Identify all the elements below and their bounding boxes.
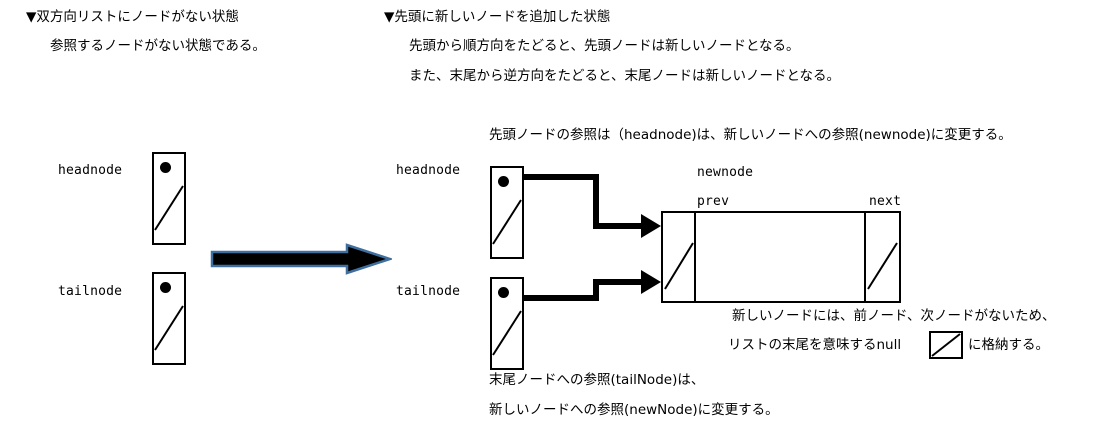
left-headnode-box <box>152 152 186 245</box>
right-headnode-label: headnode <box>396 163 461 178</box>
transition-arrow <box>210 243 395 275</box>
headnode-reference-note: 先頭ノードの参照は（headnode)は、新しいノードへの参照(newnode)… <box>489 127 1012 143</box>
next-field-label: next <box>869 194 902 209</box>
tail-note-line1: 末尾ノードへの参照(tailNode)は、 <box>489 372 705 388</box>
newnode-next-divider <box>864 211 866 303</box>
null-note-line2a: リストの末尾を意味するnull <box>728 337 902 353</box>
newnode-prev-null-slash <box>663 241 695 291</box>
right-tailnode-box <box>490 277 524 370</box>
right-headnode-reference-dot <box>498 176 509 187</box>
left-tailnode-reference-dot <box>160 282 171 293</box>
newnode-next-null-slash <box>866 241 899 291</box>
right-headnode-box <box>490 166 524 259</box>
left-headnode-null-slash <box>154 184 184 232</box>
right-tailnode-slash <box>492 309 522 357</box>
tail-note-line2: 新しいノードへの参照(newNode)に変更する。 <box>489 402 779 418</box>
left-tailnode-null-slash <box>154 304 184 352</box>
right-panel-heading: ▼先頭に新しいノードを追加した状態 <box>384 9 611 25</box>
left-headnode-label: headnode <box>58 163 123 178</box>
left-headnode-reference-dot <box>160 162 171 173</box>
left-panel-subtext: 参照するノードがない状態である。 <box>50 38 266 54</box>
null-note-line2b: に格納する。 <box>968 337 1049 353</box>
tailnode-pointer-arrow <box>522 270 661 301</box>
right-tailnode-label: tailnode <box>396 284 461 299</box>
prev-field-label: prev <box>697 194 730 209</box>
null-note-line1: 新しいノードには、前ノード、次ノードがないため、 <box>732 308 1056 324</box>
left-tailnode-label: tailnode <box>58 284 123 299</box>
newnode-prev-divider <box>694 211 696 303</box>
left-panel-heading: ▼双方向リストにノードがない状態 <box>26 9 239 25</box>
right-headnode-slash <box>492 198 522 246</box>
right-panel-line2: また、末尾から逆方向をたどると、末尾ノードは新しいノードとなる。 <box>409 68 841 84</box>
newnode-box <box>661 211 901 303</box>
headnode-pointer-arrow <box>522 174 661 238</box>
right-tailnode-reference-dot <box>498 287 509 298</box>
null-glyph-box <box>929 331 963 359</box>
left-tailnode-box <box>152 272 186 365</box>
right-panel-line1: 先頭から順方向をたどると、先頭ノードは新しいノードとなる。 <box>409 38 800 54</box>
newnode-label: newnode <box>697 165 754 180</box>
